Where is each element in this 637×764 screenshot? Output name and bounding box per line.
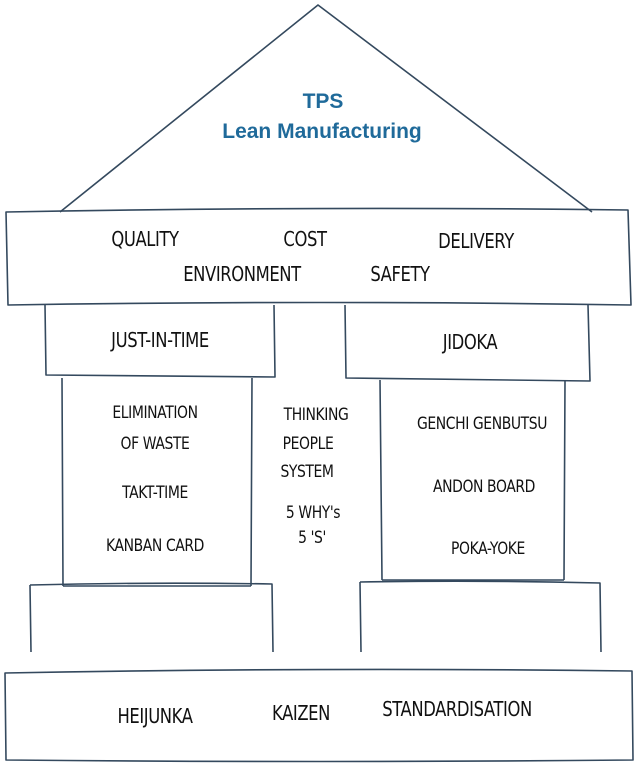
center-tool: 5 'S': [298, 528, 326, 548]
pillar-header-jidoka: JIDOKA: [442, 330, 498, 354]
jidoka-item: ANDON BOARD: [432, 477, 536, 497]
roof: [59, 4, 593, 213]
jidoka-item: GENCHI GENBUTSU: [416, 414, 548, 434]
foundation-item: STANDARDISATION: [382, 697, 532, 721]
foundation-band: [4, 668, 634, 763]
center-line: SYSTEM: [280, 462, 334, 482]
right-column: [379, 379, 566, 581]
jit-item: KANBAN CARD: [105, 536, 205, 556]
left-column: [61, 377, 253, 587]
center-line: PEOPLE: [282, 434, 334, 454]
goal-cost: COST: [283, 227, 327, 251]
jidoka-box: [344, 304, 591, 382]
center-line: THINKING: [283, 405, 349, 425]
roof-title-lean: Lean Manufacturing: [222, 120, 422, 143]
goal-safety: SAFETY: [370, 262, 430, 286]
goals-band: [5, 207, 632, 306]
jidoka-item: POKA-YOKE: [451, 539, 525, 559]
right-pedestal: [359, 580, 602, 653]
center-tool: 5 WHY's: [285, 503, 341, 523]
jit-item: OF WASTE: [120, 434, 190, 454]
jit-item: ELIMINATION: [112, 403, 198, 423]
goal-delivery: DELIVERY: [438, 229, 514, 253]
jit-item: TAKT-TIME: [122, 483, 188, 503]
left-pedestal: [29, 582, 274, 653]
goal-environment: ENVIRONMENT: [183, 262, 301, 286]
foundation-item: KAIZEN: [272, 701, 330, 725]
goal-quality: QUALITY: [111, 227, 179, 251]
foundation-item: HEIJUNKA: [117, 704, 193, 728]
pillar-header-jit: JUST-IN-TIME: [111, 328, 209, 352]
jit-box: [44, 304, 276, 378]
roof-title-tps: TPS: [302, 90, 344, 113]
